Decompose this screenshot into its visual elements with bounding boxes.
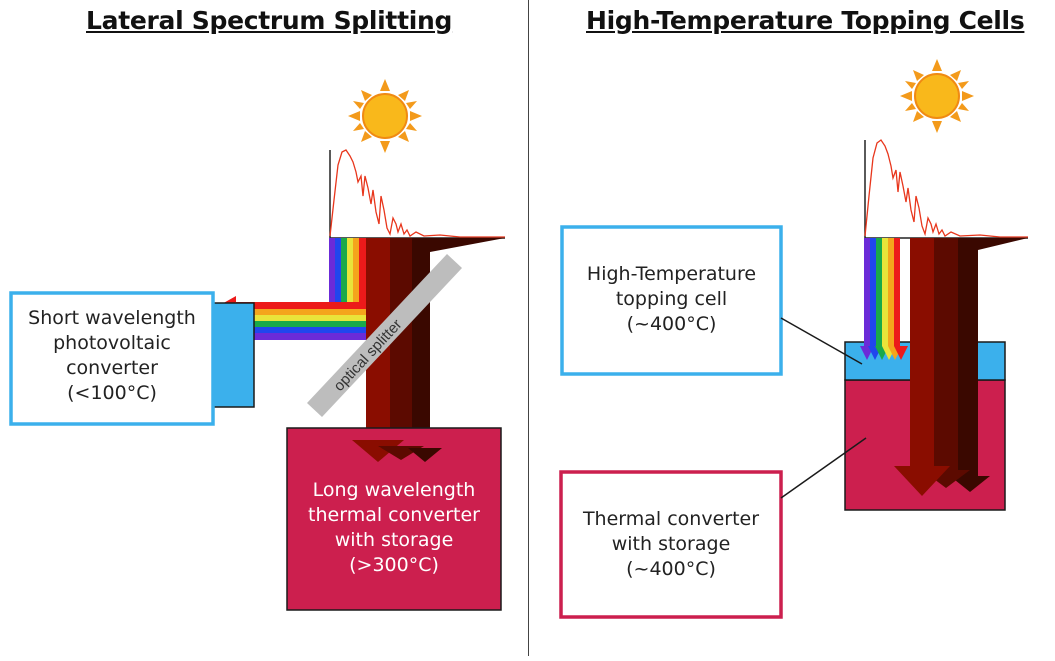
thermal-label-line: with storage <box>334 529 454 551</box>
thermal-label-box <box>559 470 783 619</box>
sun-icon <box>899 58 975 134</box>
infrared-arrow-heads <box>352 440 442 462</box>
left-panel-title: Lateral Spectrum Splitting <box>86 6 453 35</box>
pv-label-line: (<100°C) <box>67 382 157 404</box>
pv-label-box <box>9 291 215 426</box>
thermal-converter-label: Thermal converter with storage (~400°C) <box>563 507 779 582</box>
solar-spectrum-plot <box>329 149 505 239</box>
pv-label-line: Short wavelength <box>28 307 196 329</box>
pv-label-line: converter <box>66 357 158 379</box>
thermal-conv-label-line: (~400°C) <box>626 558 716 580</box>
optical-splitter <box>307 254 462 417</box>
thermal-leader-line <box>780 437 867 499</box>
incoming-visible-beam <box>329 238 366 338</box>
thermal-storage-label: Long wavelength thermal converter with s… <box>289 478 499 578</box>
thermal-label-line: (>300°C) <box>349 554 439 576</box>
thermal-label-line: thermal converter <box>308 504 480 526</box>
topping-cell-label: High-Temperature topping cell (~400°C) <box>564 262 779 337</box>
solar-spectrum-plot <box>864 139 1028 239</box>
topping-cell-label-box <box>560 225 783 376</box>
topping-label-line: (~400°C) <box>626 313 717 335</box>
panel-divider <box>528 0 529 656</box>
topping-label-line: High-Temperature <box>586 263 757 285</box>
pv-converter-label: Short wavelength photovoltaic converter … <box>13 306 211 406</box>
thermal-conv-label-line: with storage <box>611 533 731 555</box>
pv-label-line: photovoltaic <box>53 332 171 354</box>
thermal-storage-block <box>286 427 502 611</box>
right-panel-title: High-Temperature Topping Cells <box>586 6 1025 35</box>
visible-beam <box>860 238 908 360</box>
thermal-label-line: Long wavelength <box>312 479 476 501</box>
right-panel <box>559 58 1028 619</box>
left-panel: optical splitter <box>9 78 505 611</box>
infrared-beam <box>894 238 1028 496</box>
sun-icon <box>347 78 423 154</box>
topping-label-line: topping cell <box>615 288 728 310</box>
topping-cell-leader-line <box>780 317 863 365</box>
thermal-conv-label-line: Thermal converter <box>582 508 760 530</box>
